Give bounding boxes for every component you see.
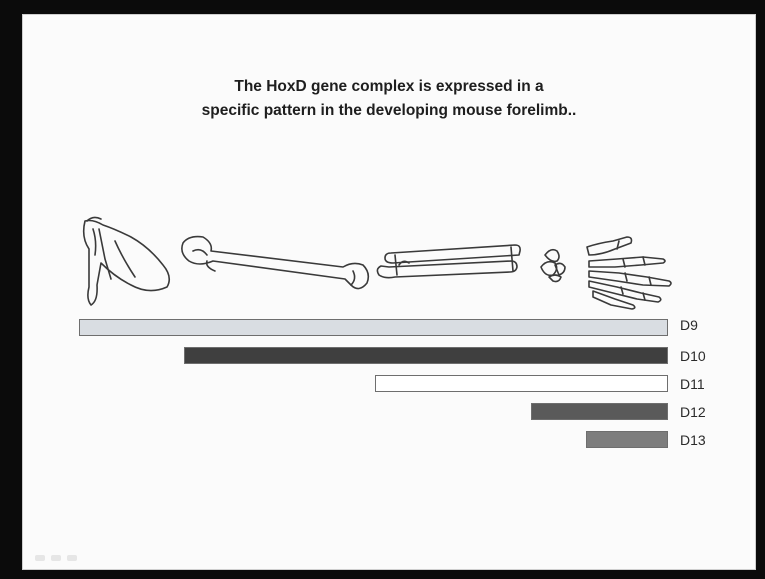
prev-slide-icon[interactable] [35, 555, 45, 561]
slide-menu-icon[interactable] [51, 555, 61, 561]
scapula-icon [84, 217, 170, 305]
bar-label-d12: D12 [680, 404, 706, 421]
next-slide-icon[interactable] [67, 555, 77, 561]
bar-d11 [375, 375, 668, 392]
forelimb-skeleton [23, 15, 756, 315]
bar-label-d9: D9 [680, 317, 698, 334]
bar-d13 [586, 431, 668, 448]
bar-d12 [531, 403, 668, 420]
bar-label-d13: D13 [680, 432, 706, 449]
radius-ulna-icon [377, 245, 520, 278]
bar-label-d11: D11 [680, 376, 705, 393]
bar-label-d10: D10 [680, 348, 706, 365]
digits-icon [587, 237, 671, 309]
bar-d10 [184, 347, 668, 364]
bar-d9 [79, 319, 668, 336]
slide: The HoxD gene complex is expressed in a … [22, 14, 756, 570]
carpal-icon [541, 250, 565, 282]
slide-nav-controls[interactable] [35, 555, 77, 561]
humerus-icon [182, 237, 368, 289]
